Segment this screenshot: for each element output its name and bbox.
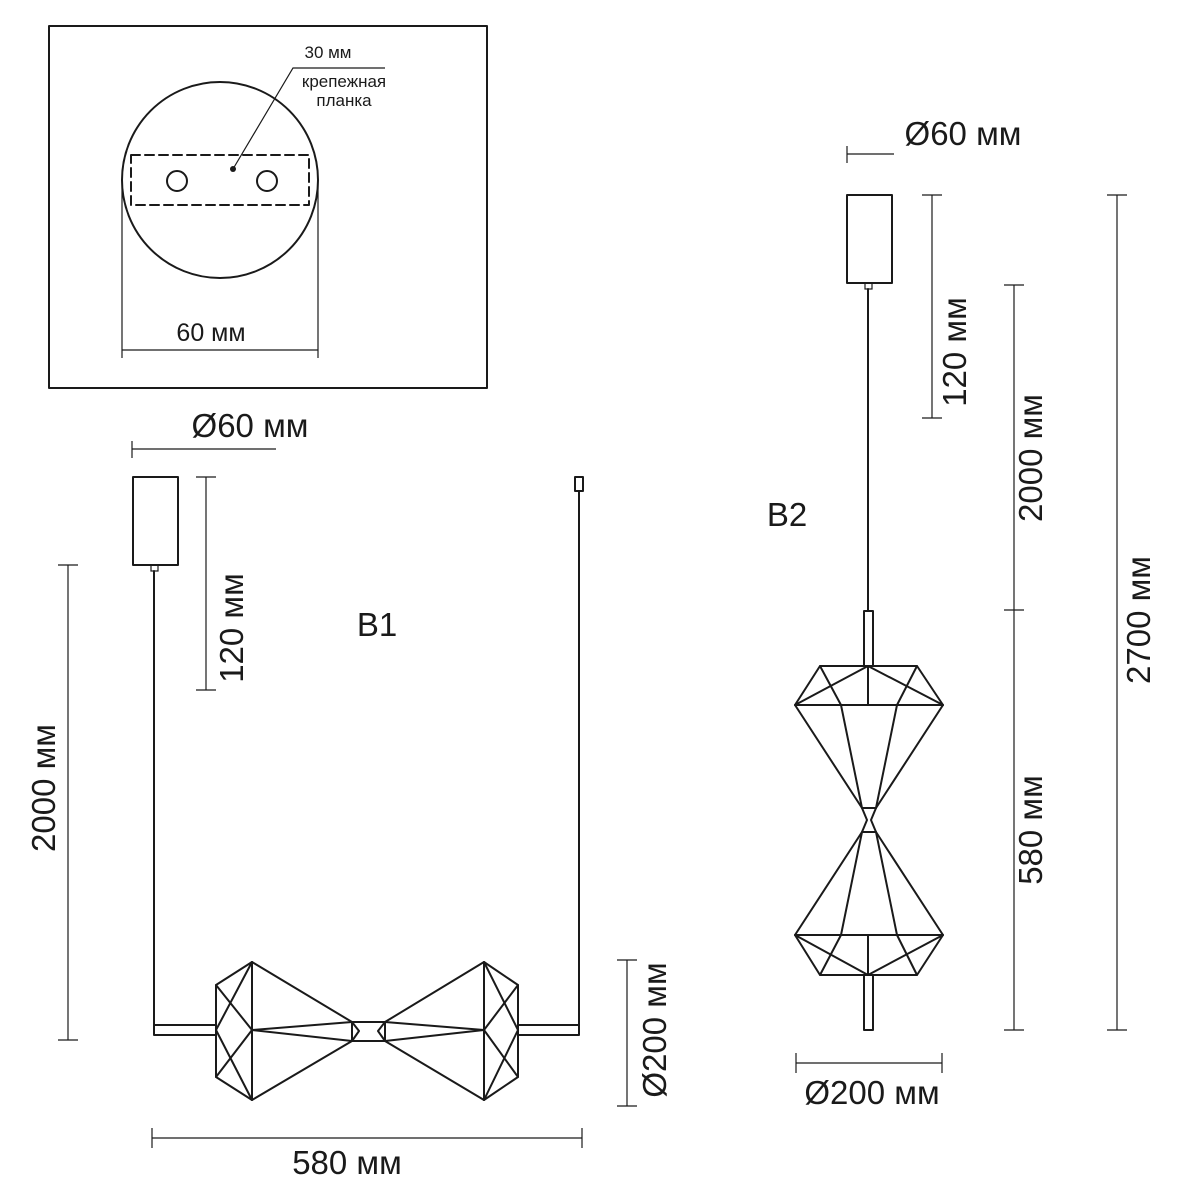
b2-cable-length-label: 2000 мм <box>1012 394 1049 522</box>
b1-arm-right <box>517 1024 580 1036</box>
inset-panel: 30 мм крепежная планка 60 мм <box>48 25 488 389</box>
b1-title: B1 <box>357 606 397 643</box>
mounting-plate-dashed <box>130 154 310 206</box>
b1-cable-connector <box>574 476 584 492</box>
inset-frame <box>48 25 488 389</box>
b1-canopy-diam-label: Ø60 мм <box>192 407 309 444</box>
b2-shade-upper <box>794 665 944 809</box>
b1-shade-diam-label: Ø200 мм <box>636 962 673 1097</box>
b2-total-length-label: 2700 мм <box>1120 556 1157 684</box>
b2-shade-diam-label: Ø200 мм <box>804 1074 939 1111</box>
b1-shade-left <box>215 961 353 1101</box>
b2-body-length-label: 580 мм <box>1012 775 1049 885</box>
b2-bottom-rod <box>863 974 874 1031</box>
b1-cable-length-label: 2000 мм <box>25 724 62 852</box>
canopy-circle <box>121 81 319 279</box>
b1-arm-left <box>153 1024 217 1036</box>
screw-hole-left <box>166 170 188 192</box>
b2-top-rod <box>863 610 874 667</box>
label-60mm: 60 мм <box>176 319 245 347</box>
b2-canopy-height-label: 120 мм <box>936 297 973 407</box>
b1-shade-right <box>384 961 519 1101</box>
plate-leader-line <box>232 67 385 170</box>
b1-shade-connector <box>351 1021 386 1042</box>
b2-canopy-diam-label: Ø60 мм <box>905 115 1022 152</box>
b2-title: B2 <box>767 496 807 533</box>
b1-drawing: Ø60 мм 120 мм 2000 мм <box>25 407 673 1181</box>
label-plate-line1: крепежная <box>302 72 386 91</box>
b1-width-label: 580 мм <box>292 1144 402 1181</box>
b2-shade-lower <box>794 831 944 976</box>
label-30mm: 30 мм <box>304 43 351 62</box>
b2-shade-connector <box>861 807 877 833</box>
screw-hole-right <box>256 170 278 192</box>
b1-canopy-height-label: 120 мм <box>213 573 250 683</box>
b2-canopy <box>846 194 893 284</box>
b2-drawing: Ø60 мм 120 мм 2000 мм 580 мм 2700 мм <box>767 115 1157 1111</box>
b1-canopy <box>132 476 179 566</box>
label-plate-line2: планка <box>316 91 372 110</box>
